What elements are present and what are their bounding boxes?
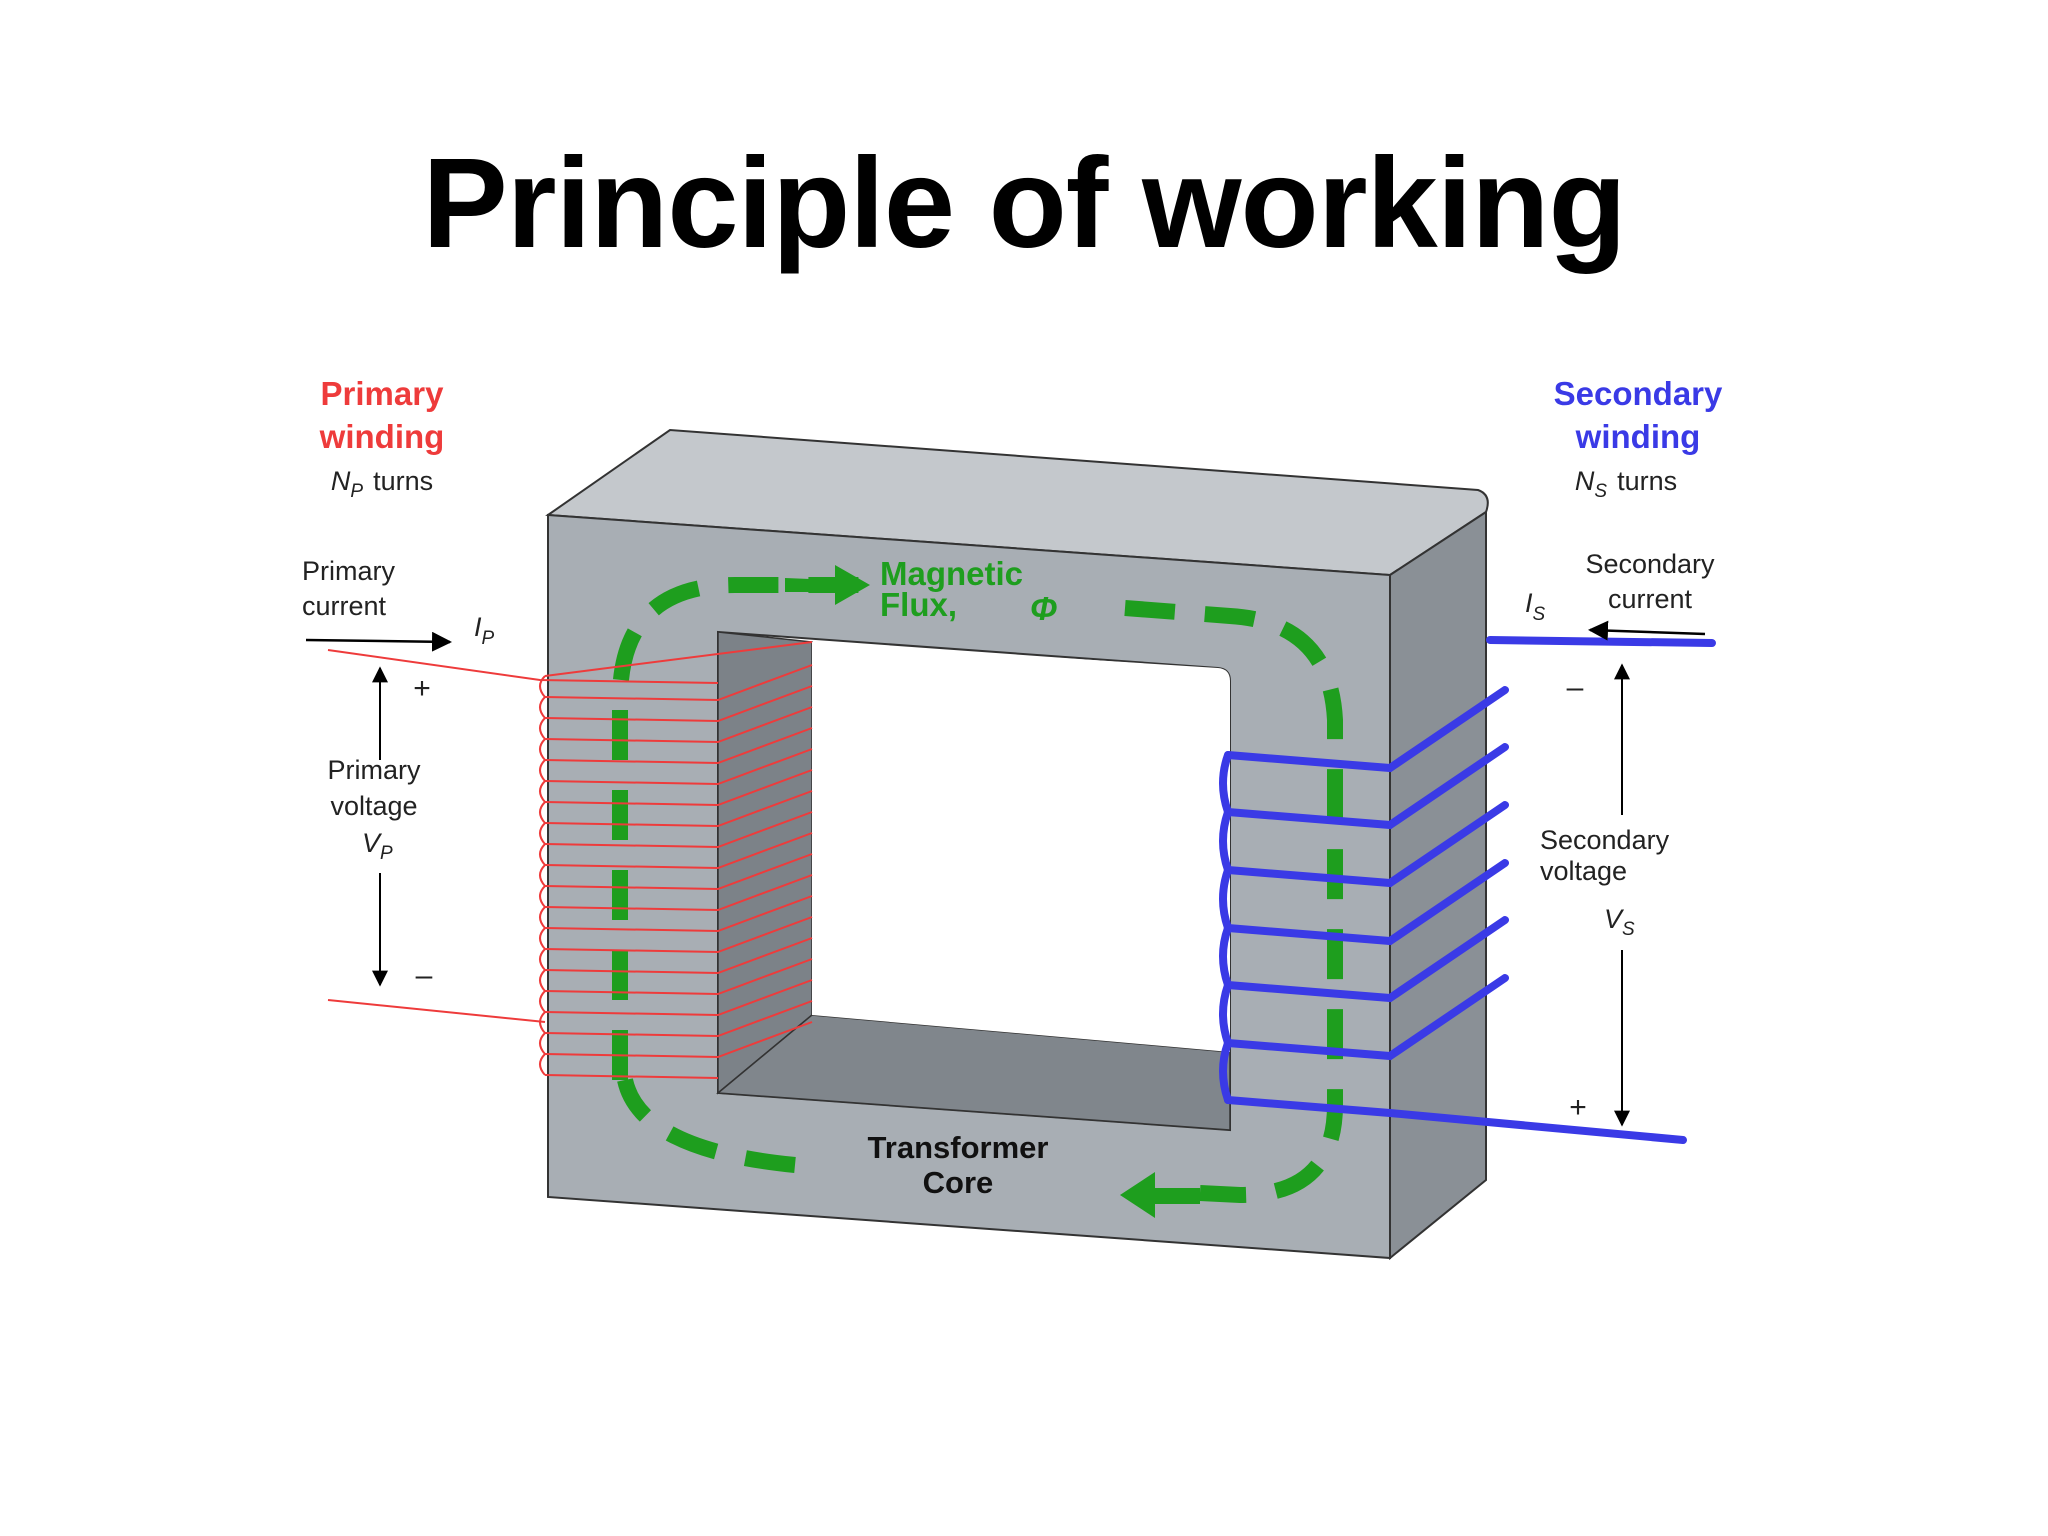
secondary-current-label: Secondary current IS — [1525, 549, 1715, 625]
primary-voltage-symbol: VP — [362, 828, 393, 864]
core-window-opening — [812, 642, 1230, 1052]
flux-symbol: Φ — [1030, 590, 1057, 627]
flux-arrow-top — [785, 565, 870, 605]
transformer-core-label: Transformer Core — [868, 1130, 1049, 1200]
magnetic-flux-path — [612, 565, 1343, 1218]
secondary-voltage-label: – Secondary voltage VS + — [1540, 671, 1670, 1124]
secondary-current-arrow — [1588, 620, 1706, 641]
primary-winding-title-1: Primary — [321, 375, 445, 412]
secondary-voltage-line2: voltage — [1540, 856, 1627, 886]
primary-winding-coil — [327, 641, 813, 1079]
secondary-winding-coil — [1219, 636, 1716, 1144]
secondary-winding-title-2: winding — [1575, 418, 1701, 455]
primary-voltage-line2: voltage — [330, 791, 417, 821]
primary-current-label: Primary current IP — [302, 556, 495, 649]
primary-current-line2: current — [302, 591, 387, 621]
secondary-current-line1: Secondary — [1585, 549, 1715, 579]
slide-title: Principle of working — [422, 132, 1626, 275]
secondary-winding-title-1: Secondary — [1554, 375, 1723, 412]
magnetic-flux-label: Magnetic Flux, Φ — [880, 555, 1057, 627]
secondary-voltage-minus: – — [1567, 671, 1584, 704]
core-label-line2: Core — [923, 1165, 994, 1200]
flux-line2: Flux, — [880, 586, 957, 623]
secondary-voltage-plus: + — [1569, 1091, 1587, 1124]
transformer-core — [545, 428, 1489, 1261]
secondary-current-symbol: IS — [1525, 588, 1546, 625]
primary-current-line1: Primary — [302, 556, 395, 586]
secondary-voltage-line1: Secondary — [1540, 825, 1670, 855]
secondary-current-line2: current — [1608, 584, 1693, 614]
primary-voltage-minus: – — [416, 959, 433, 992]
primary-current-symbol: IP — [474, 612, 495, 649]
primary-voltage-plus: + — [413, 672, 431, 705]
primary-winding-title-2: winding — [319, 418, 445, 455]
secondary-voltage-symbol: VS — [1604, 904, 1635, 940]
primary-voltage-line1: Primary — [328, 755, 421, 785]
primary-voltage-label: + Primary voltage VP – — [328, 672, 433, 992]
flux-line1: Magnetic — [880, 555, 1023, 592]
flux-arrow-bottom — [1120, 1172, 1200, 1218]
primary-current-arrow — [305, 631, 452, 652]
core-label-line1: Transformer — [868, 1130, 1049, 1165]
